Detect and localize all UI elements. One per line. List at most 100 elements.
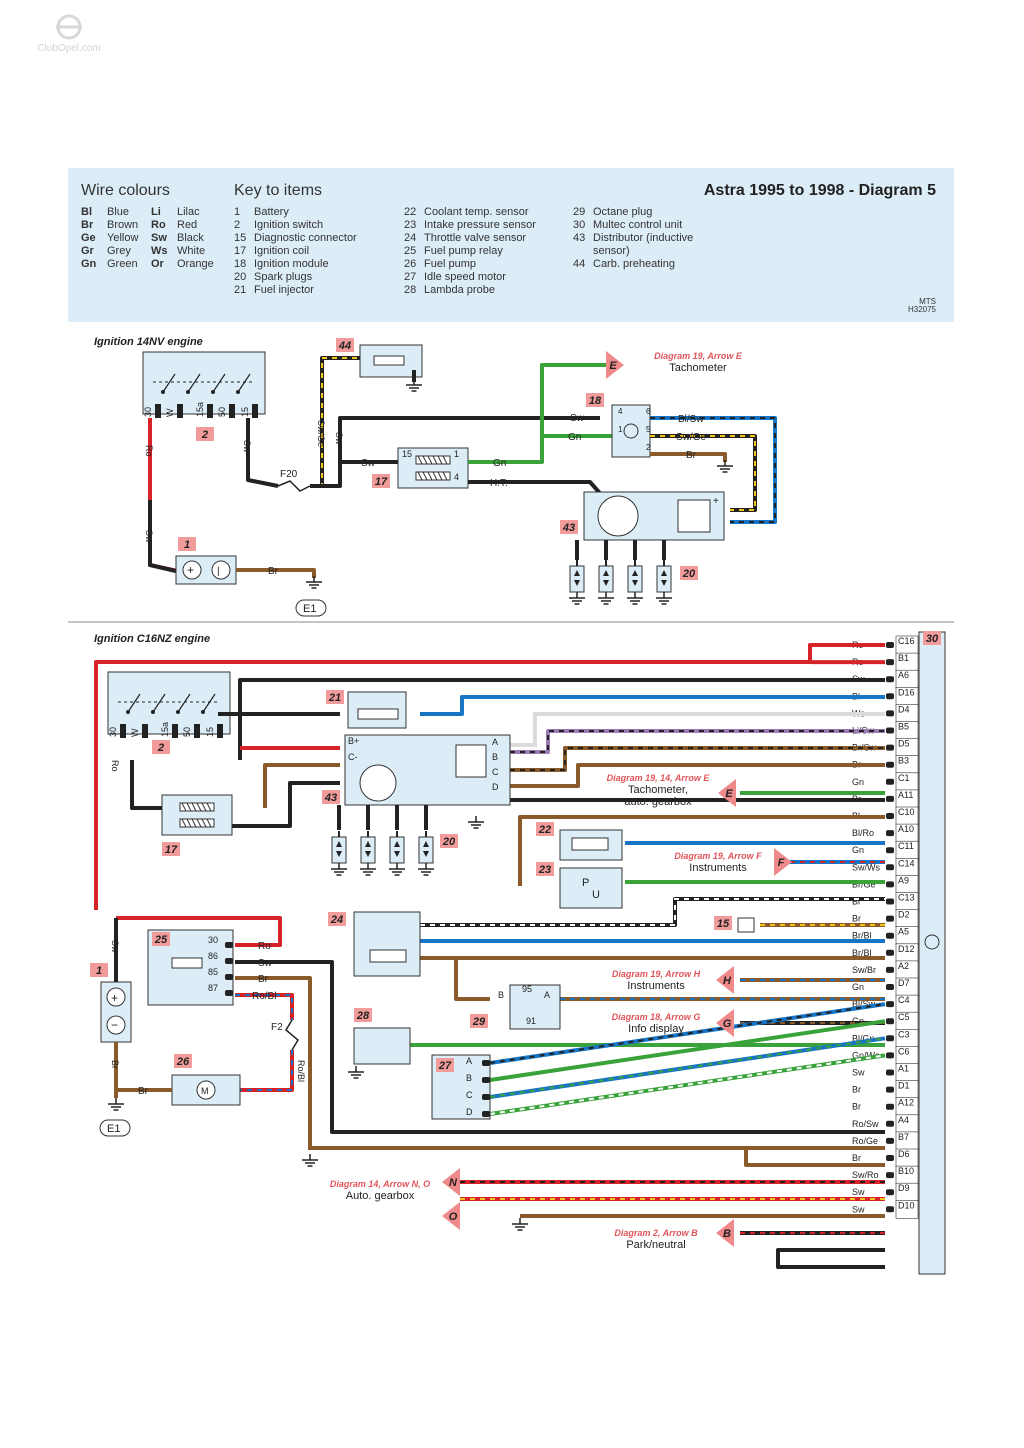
label: |: [217, 566, 220, 577]
bottom-engine-diagram: 30C16RoB1RoA6SwD16BlD4WsB5Li/SwD5Br/SwB3…: [90, 631, 946, 1275]
switch-contact: [152, 693, 166, 713]
label: A: [466, 1056, 472, 1066]
badge: [354, 1008, 372, 1022]
wire: [116, 916, 282, 947]
label: D5: [898, 739, 910, 749]
label: B1: [898, 653, 909, 663]
badge-label: 30: [926, 633, 939, 645]
arrow-letter: O: [449, 1211, 458, 1223]
label: Gn: [493, 458, 506, 469]
ignition-coil-top: [397, 447, 469, 489]
switch-contact: [162, 373, 176, 393]
terminal: [155, 404, 161, 418]
badge: [680, 566, 698, 580]
throttle-valve-sensor: [353, 911, 421, 977]
label: W: [165, 408, 175, 417]
connector: [886, 659, 894, 666]
label: 4: [454, 472, 459, 482]
connector: [482, 1111, 490, 1117]
connector: [886, 1137, 894, 1144]
wire: [130, 760, 162, 810]
badge: [174, 1054, 192, 1068]
badge-label: 43: [562, 522, 575, 534]
ground-symbol: [347, 1065, 365, 1079]
ecu-wire: [489, 1053, 886, 1116]
label: Bl/Sw: [678, 414, 704, 425]
ecu-wire: [238, 678, 885, 760]
badge-label: 20: [442, 836, 456, 848]
spark-plug: [569, 560, 585, 604]
ground-symbol: [301, 1153, 319, 1167]
arrow-letter: F: [778, 857, 785, 869]
label: Sw/Ro: [852, 1170, 879, 1180]
label: D: [492, 782, 499, 792]
ecu-wire: [489, 1019, 886, 1082]
label: Ro/Sw: [852, 1119, 879, 1129]
connector: [886, 813, 894, 819]
ignition-coil-bottom: [161, 794, 233, 836]
wire: [235, 976, 312, 1150]
diagnostic-connector: [737, 917, 755, 933]
switch-contact: [177, 693, 191, 713]
label: Br: [852, 1102, 861, 1112]
label: Sw: [258, 958, 273, 969]
label: C14: [898, 858, 915, 868]
arrow-label: Tachometer: [669, 362, 727, 374]
label: A: [492, 737, 498, 747]
connector: [886, 676, 894, 683]
connector: [886, 830, 894, 837]
label: A6: [898, 670, 909, 680]
badge-label: 43: [324, 792, 337, 804]
wire: [236, 568, 316, 578]
connector: [886, 693, 894, 700]
label: 85: [208, 967, 218, 977]
label: −: [111, 1018, 118, 1032]
label: Br/Ge: [852, 879, 876, 889]
badge: [328, 912, 346, 926]
arrow-o-gearbox: [442, 1202, 460, 1230]
badge: [586, 393, 604, 407]
label: Br: [852, 1153, 861, 1163]
switch-contact: [202, 693, 216, 713]
ecu-wire: [744, 1148, 885, 1167]
spark-plug: [331, 831, 347, 875]
terminal: [177, 404, 183, 418]
badge-label: 1: [184, 539, 190, 551]
badge-label: 23: [538, 864, 551, 876]
connector: [886, 1086, 894, 1093]
multec-control-unit: [918, 631, 946, 1275]
coil-body: [397, 447, 469, 489]
label: C5: [898, 1012, 910, 1022]
badge: [178, 537, 196, 551]
label: Sw: [110, 940, 120, 953]
connector: [886, 881, 894, 888]
label: C11: [898, 841, 914, 851]
badge: [372, 474, 390, 488]
label: Bl: [852, 897, 860, 907]
connector: [886, 1103, 894, 1110]
label: A11: [898, 790, 913, 800]
ecu-wire: [420, 695, 885, 716]
connector: [482, 1060, 490, 1066]
arrow-ref: Diagram 14, Arrow N, O: [330, 1179, 430, 1189]
section-title-bottom: Ignition C16NZ engine: [94, 633, 211, 645]
arrow-label: Auto. gearbox: [346, 1190, 415, 1202]
badge-label: 44: [338, 340, 351, 352]
label: Bl/Ro: [852, 828, 874, 838]
ignition-module: [611, 404, 651, 458]
connector: [886, 1189, 894, 1196]
arrow-letter: E: [725, 788, 733, 800]
badge-label: 1: [96, 965, 102, 977]
label: P: [582, 877, 589, 889]
connector: [886, 778, 894, 785]
label: Sw/Ge: [676, 432, 706, 443]
label: U: [592, 889, 600, 901]
label: Br: [258, 974, 269, 985]
badge: [436, 1058, 454, 1072]
ground-symbol: [467, 815, 485, 829]
